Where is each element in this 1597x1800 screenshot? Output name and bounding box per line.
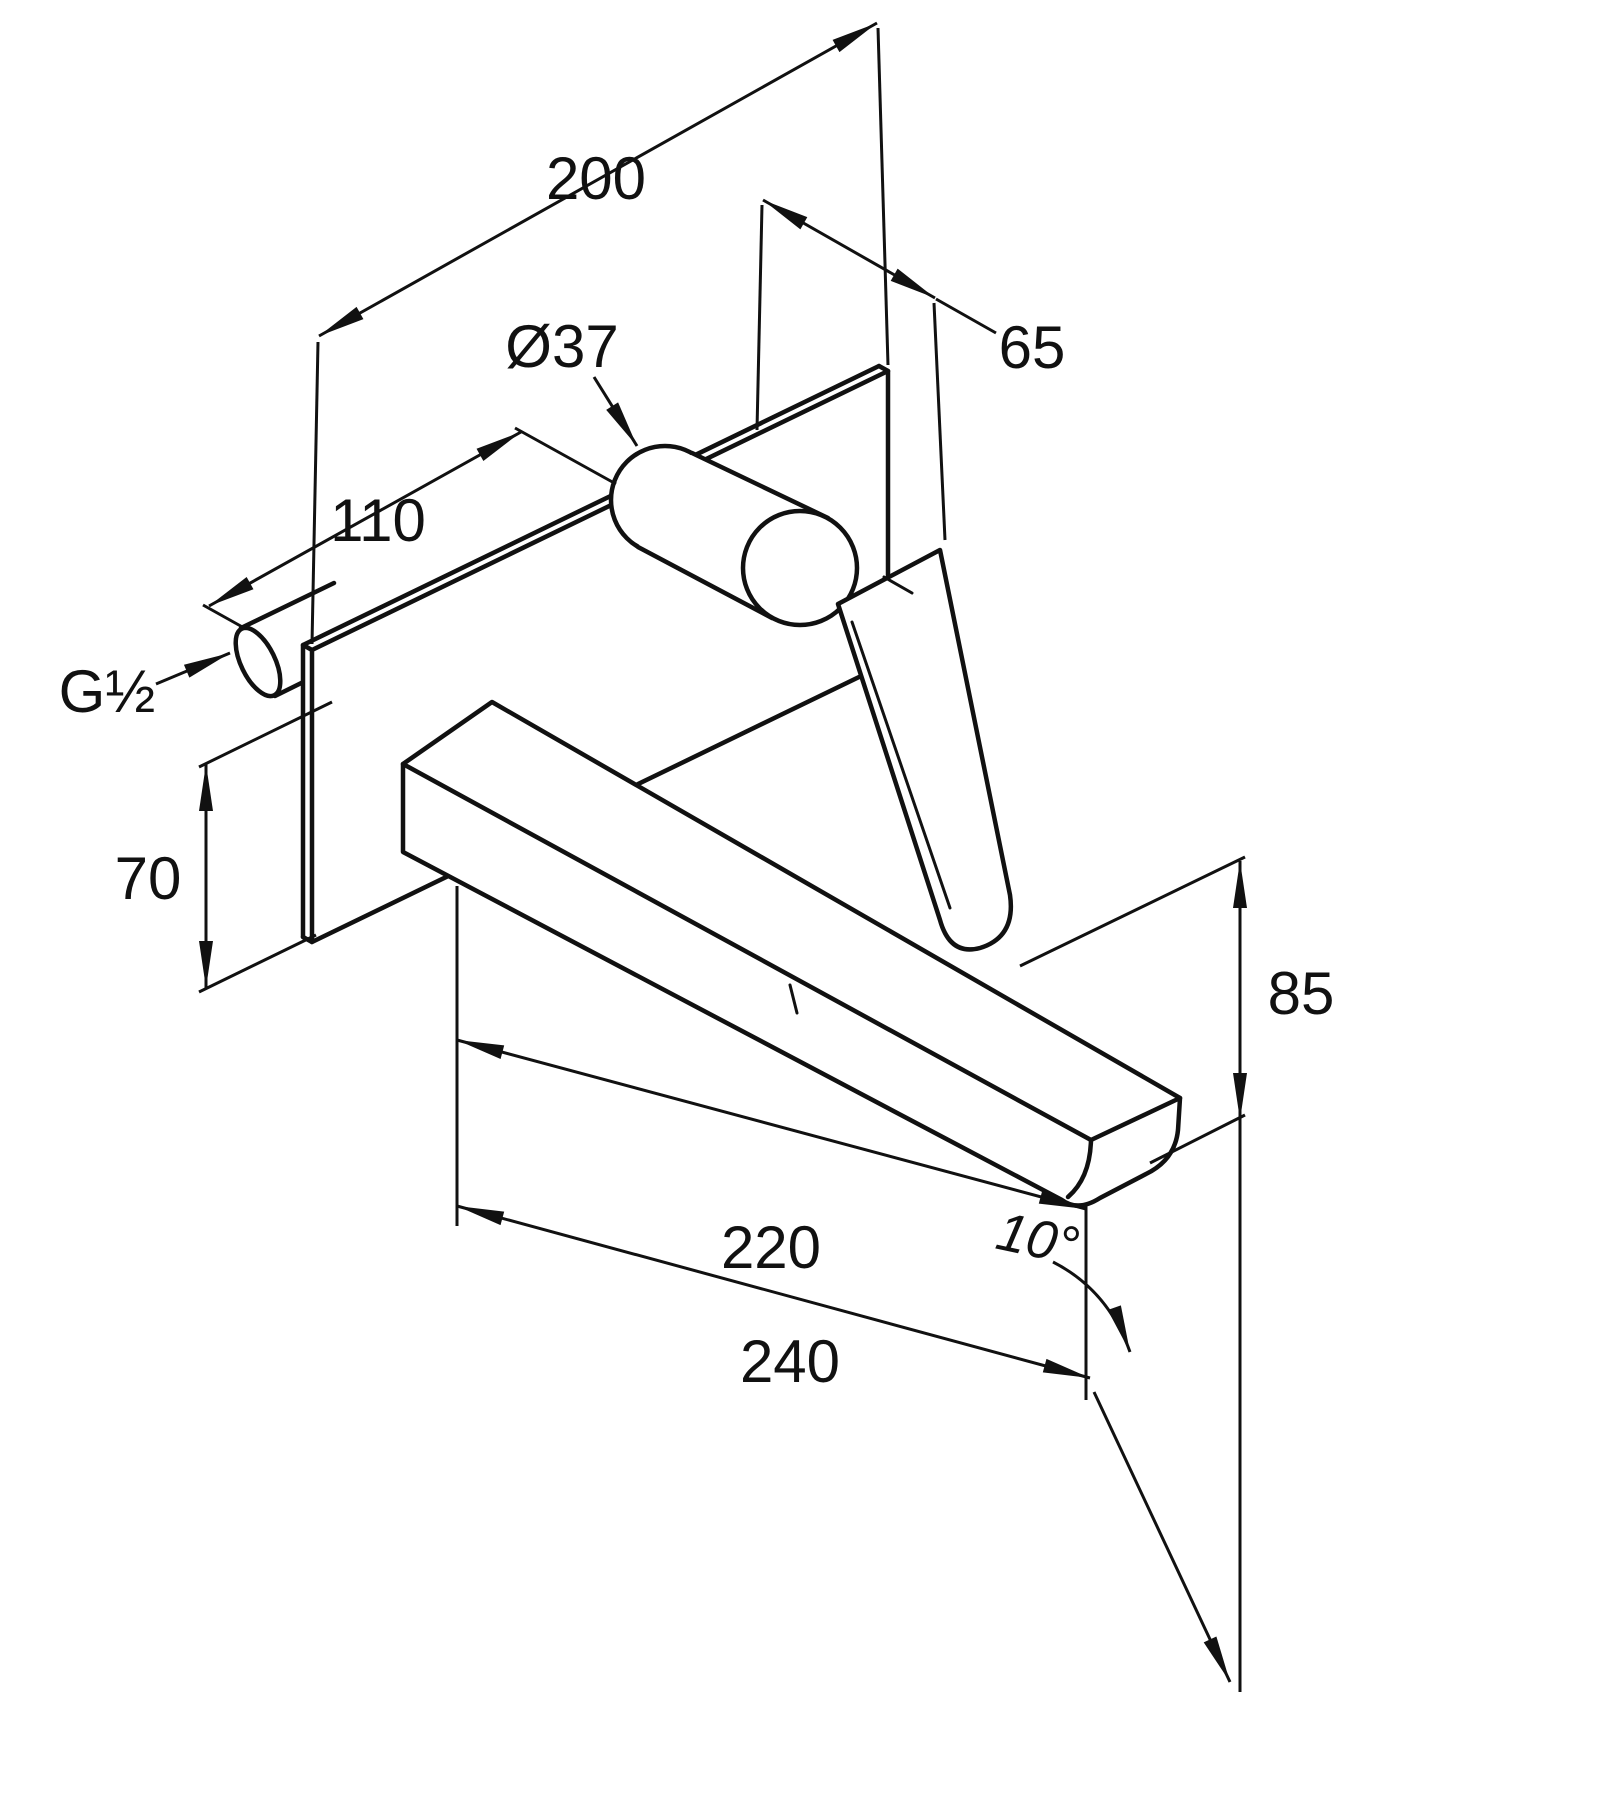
mixer-front-circle [740,508,860,628]
dim-220-label: 220 [721,1214,821,1281]
handle-outline [835,547,1014,952]
dim-65-ext-left [755,204,764,431]
mixer-cylinder-bottom-edge [635,544,775,621]
dim-65-label: 65 [999,314,1066,381]
dim-70-ext-top [198,700,333,769]
dimension-85: 85 [1019,855,1335,1692]
dim-110-ext-right [514,426,617,486]
dim-220-line [456,1038,1087,1211]
mixer-body [608,443,860,628]
angle-extension-line [1092,1391,1232,1683]
dim-37-leader [592,376,639,447]
dim-65-ext-right [932,302,947,541]
supply-stub [233,580,367,699]
dimension-240: 240 [456,1204,1091,1395]
dimension-65: 65 [755,198,1066,541]
dim-65-line [762,198,936,300]
dim-240-line [456,1204,1091,1380]
g-half-label: G½ [59,658,156,725]
dim-85-ext-top [1019,855,1246,968]
dim-70-ext-bottom [198,933,317,994]
dim-110-ext-left [202,603,247,631]
dimension-110: 110 [202,426,617,631]
dimension-angle-10: 10° [991,1201,1232,1683]
dim-65-tail [935,297,997,335]
spout-seam-tick [788,983,799,1015]
dim-200-line [318,21,878,338]
g-half-leader [155,651,231,686]
dimension-70: 70 [115,700,333,994]
handle-edge-line [850,620,952,910]
mixer-cylinder-top-edge [689,450,831,521]
dimension-g-half: G½ [59,651,231,725]
dim-200-label: 200 [546,145,646,212]
dim-85-ext-bottom [1149,1113,1246,1165]
dim-110-label: 110 [330,487,426,554]
stub-end-cap [233,625,283,699]
handle-detail-line [882,575,914,595]
angle-arc [1052,1260,1132,1353]
dimension-diameter-37: Ø37 [505,313,639,447]
lever-handle [835,547,1014,952]
dim-110-line [208,430,522,608]
spout-endcap-top-edge [1088,1095,1183,1143]
dim-200-ext-right [876,27,890,366]
angle-label: 10° [991,1201,1083,1277]
dim-85-label: 85 [1268,960,1335,1027]
dim-37-label: Ø37 [505,313,618,380]
dim-240-label: 240 [740,1328,840,1395]
dim-70-label: 70 [115,845,182,912]
